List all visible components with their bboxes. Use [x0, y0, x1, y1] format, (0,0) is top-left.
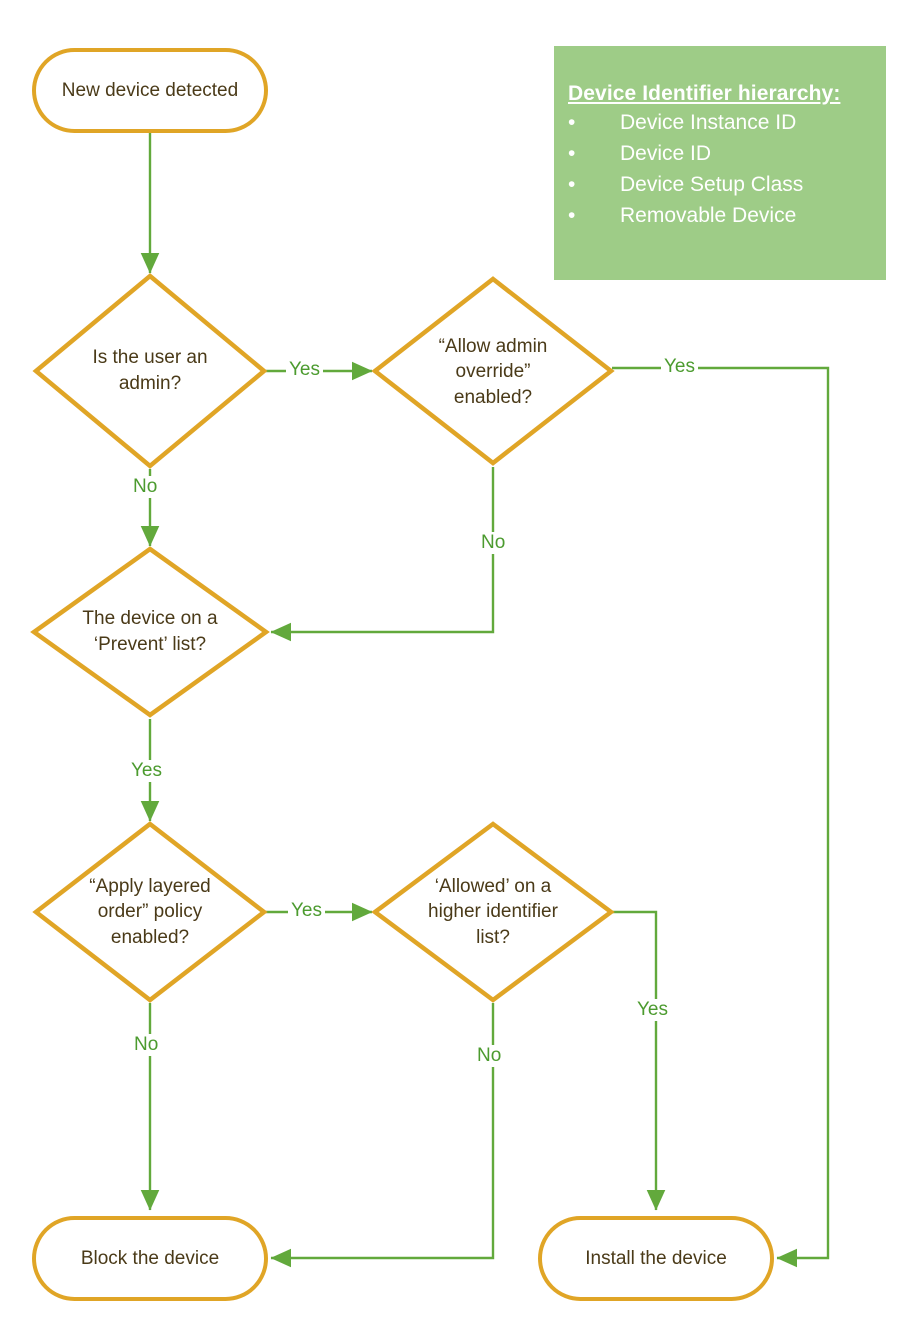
legend-item-label: Device Instance ID	[620, 111, 797, 134]
edge-label-layered-yes: Yes	[288, 900, 325, 922]
legend-list-item: • Device Setup Class	[568, 170, 868, 201]
edge-label-override-yes: Yes	[661, 356, 698, 378]
edge-higher-yes	[612, 910, 666, 1211]
legend-device-identifier-hierarchy: Device Identifier hierarchy: • Device In…	[554, 46, 886, 280]
edge-label-higher-no: No	[474, 1045, 505, 1067]
legend-list-item: • Device ID	[568, 139, 868, 170]
decision-is-admin-shape	[32, 273, 268, 469]
bullet-icon: •	[568, 172, 576, 196]
edge-label-is-admin-no: No	[130, 476, 161, 498]
edge-label-prevent-yes: Yes	[128, 760, 165, 782]
legend-title: Device Identifier hierarchy:	[568, 82, 841, 105]
legend-item-label: Removable Device	[620, 203, 797, 227]
edge-label-higher-yes: Yes	[634, 999, 671, 1021]
bullet-icon: •	[568, 111, 576, 134]
legend-item-label: Device ID	[620, 141, 712, 165]
node-block-the-device-label: Block the device	[80, 1247, 220, 1269]
decision-admin-override-shape	[371, 276, 615, 466]
decision-prevent-list-shape	[30, 546, 270, 718]
decision-higher-identifier-shape	[371, 821, 615, 1003]
node-start[interactable]: New device detected	[32, 48, 268, 133]
edge-higher-no	[270, 1003, 495, 1268]
edge-label-is-admin-yes: Yes	[286, 359, 323, 381]
bullet-icon: •	[568, 203, 576, 227]
node-install-the-device[interactable]: Install the device	[538, 1216, 774, 1301]
edge-override-no	[270, 467, 495, 642]
legend-item-label: Device Setup Class	[620, 172, 804, 196]
node-block-the-device[interactable]: Block the device	[32, 1216, 268, 1301]
edge-label-layered-no: No	[131, 1034, 162, 1056]
bullet-icon: •	[568, 141, 576, 165]
edge-override-yes	[612, 366, 830, 1268]
legend-list-item: • Device Instance ID	[568, 108, 868, 139]
legend-list: • Device Instance ID • Device ID • Devic…	[568, 108, 868, 231]
node-start-label: New device detected	[61, 79, 239, 101]
decision-layered-order-shape	[32, 821, 268, 1003]
legend-list-item: • Removable Device	[568, 201, 868, 232]
edge-label-override-no: No	[478, 532, 509, 554]
node-install-the-device-label: Install the device	[585, 1247, 727, 1269]
